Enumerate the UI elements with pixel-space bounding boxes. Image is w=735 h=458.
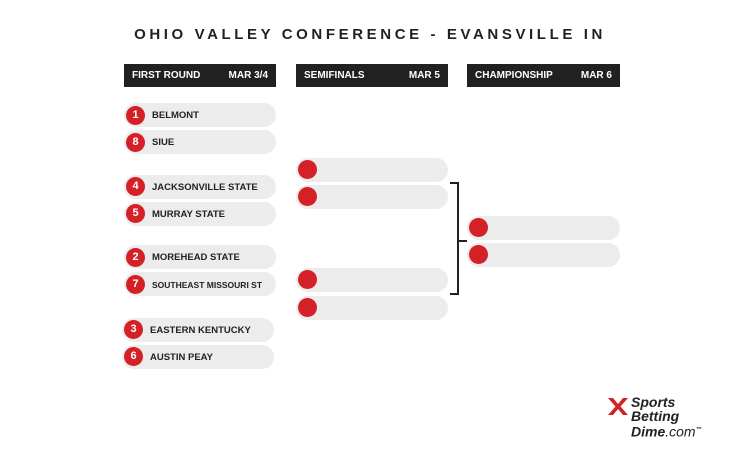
- team-badge-empty: [298, 298, 317, 317]
- team-badge-empty: [469, 245, 488, 264]
- team-name: SIUE: [152, 137, 175, 148]
- round-header-first-round: FIRST ROUND MAR 3/4: [124, 64, 276, 87]
- bracket-connector-mid: [459, 240, 467, 242]
- semifinal-slot-4[interactable]: [296, 296, 448, 320]
- team-name: MURRAY STATE: [152, 209, 226, 220]
- championship-slot-1[interactable]: [467, 216, 620, 240]
- team-slot-7[interactable]: [124, 272, 276, 296]
- bracket-title: OHIO VALLEY CONFERENCE - EVANSVILLE IN: [134, 26, 606, 43]
- team-badge-empty: [298, 160, 317, 179]
- team-slot-6[interactable]: [122, 345, 274, 369]
- bracket-connector-top: [450, 182, 459, 184]
- logo-line-2: Betting: [631, 408, 680, 424]
- team-slot-1[interactable]: [124, 103, 276, 127]
- logo-wordmark: Sports Betting Dime.com™: [631, 395, 702, 439]
- sportsbettingdime-logo[interactable]: Sports Betting Dime.com™: [607, 395, 717, 440]
- round-header-championship: CHAMPIONSHIP MAR 6: [467, 64, 620, 87]
- logo-line-1: Sports: [631, 394, 676, 410]
- team-badge-empty: [298, 187, 317, 206]
- logo-x-icon: [608, 398, 628, 415]
- seed-badge: 4: [126, 177, 145, 196]
- seed-badge: 6: [124, 347, 143, 366]
- team-slot-3[interactable]: [122, 318, 274, 342]
- semifinal-slot-3[interactable]: [296, 268, 448, 292]
- round-name: CHAMPIONSHIP: [475, 70, 553, 81]
- seed-badge: 1: [126, 106, 145, 125]
- seed-badge: 8: [126, 133, 145, 152]
- seed-badge: 5: [126, 204, 145, 223]
- seed-badge: 7: [126, 275, 145, 294]
- team-slot-2[interactable]: [124, 245, 276, 269]
- team-name: MOREHEAD STATE: [152, 252, 240, 263]
- team-slot-5[interactable]: [124, 202, 276, 226]
- team-name: JACKSONVILLE STATE: [152, 182, 258, 193]
- seed-badge: 3: [124, 320, 143, 339]
- round-date: MAR 5: [408, 70, 440, 81]
- semifinal-slot-2[interactable]: [296, 185, 448, 209]
- round-name: FIRST ROUND: [132, 70, 201, 81]
- championship-slot-2[interactable]: [467, 243, 620, 267]
- team-name: SOUTHEAST MISSOURI ST: [152, 280, 263, 290]
- team-name: AUSTIN PEAY: [150, 352, 213, 363]
- semifinal-slot-1[interactable]: [296, 158, 448, 182]
- seed-badge: 2: [126, 248, 145, 267]
- round-date: MAR 3/4: [228, 70, 268, 81]
- bracket-connector-vertical: [457, 182, 459, 295]
- team-name: EASTERN KENTUCKY: [150, 325, 251, 336]
- team-badge-empty: [469, 218, 488, 237]
- logo-suffix: .com: [665, 423, 696, 440]
- team-badge-empty: [298, 270, 317, 289]
- bracket-connector-bottom: [450, 293, 459, 295]
- round-name: SEMIFINALS: [304, 70, 365, 81]
- round-date: MAR 6: [580, 70, 612, 81]
- logo-trademark: ™: [695, 427, 702, 433]
- logo-line-3: Dime: [631, 423, 666, 440]
- team-name: BELMONT: [152, 110, 199, 121]
- round-header-semifinals: SEMIFINALS MAR 5: [296, 64, 448, 87]
- team-slot-8[interactable]: [124, 130, 276, 154]
- team-slot-4[interactable]: [124, 175, 276, 199]
